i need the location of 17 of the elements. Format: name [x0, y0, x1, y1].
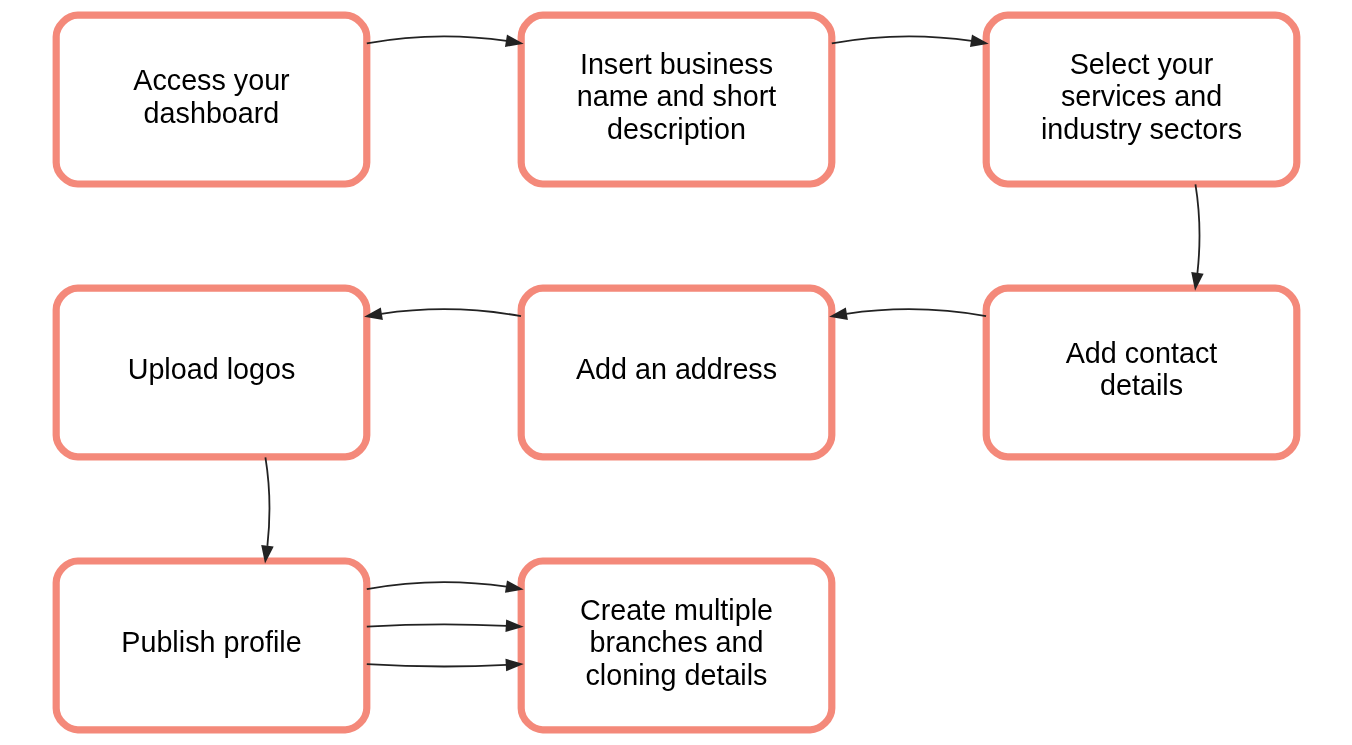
node-box: Upload logos [52, 284, 370, 461]
arrow [260, 456, 274, 564]
node-box: Select your services and industry sectors [982, 11, 1300, 188]
arrow [1190, 183, 1204, 291]
arrow [365, 658, 524, 672]
node-box: Add an address [517, 284, 835, 461]
arrow [828, 307, 987, 320]
arrow [365, 34, 524, 47]
node-box: Access your dashboard [52, 11, 370, 188]
arrow [365, 619, 524, 633]
arrow [830, 34, 989, 47]
node-box: Add contact details [982, 284, 1300, 461]
node-box: Publish profile [52, 557, 370, 734]
node-box: Create multiple branches and cloning details [517, 557, 835, 734]
arrow [363, 307, 522, 320]
arrow [365, 580, 524, 593]
node-box: Insert business name and short description [517, 11, 835, 188]
